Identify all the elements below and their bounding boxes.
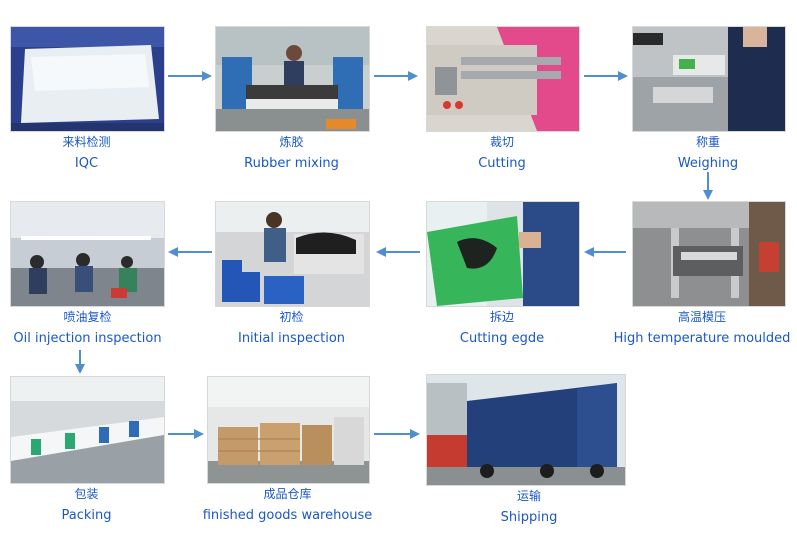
arrow-right — [374, 70, 418, 82]
step-caption: 运输 Shipping — [458, 489, 600, 526]
step-label-en: Weighing — [677, 156, 739, 171]
step-label-en: IQC — [74, 156, 99, 171]
oil-injection-inspection-photo — [10, 201, 165, 307]
step-label-en: finished goods warehouse — [202, 508, 373, 523]
packing-line-photo — [10, 376, 165, 484]
step-caption: 喷油复检 Oil injection inspection — [0, 310, 175, 347]
step-label-en: Packing — [61, 508, 112, 523]
weighing-scale-photo — [632, 26, 786, 132]
raw-rubber-block-photo — [10, 26, 165, 132]
step-caption: 拆边 Cutting egde — [426, 310, 578, 347]
step-label-en: Oil injection inspection — [13, 331, 162, 346]
arrow-right — [168, 70, 212, 82]
step-label-en: Cutting — [478, 156, 526, 171]
arrow-right — [584, 70, 628, 82]
rubber-mixing-mill-photo — [215, 26, 370, 132]
step-label-zh: 来料检测 — [62, 135, 111, 149]
initial-inspection-photo — [215, 201, 370, 307]
arrow-right — [374, 428, 420, 440]
step-caption: 包装 Packing — [10, 487, 163, 524]
step-caption: 初检 Initial inspection — [215, 310, 368, 347]
step-label-zh: 初检 — [279, 310, 304, 324]
arrow-right — [168, 428, 204, 440]
step-label-zh: 称重 — [695, 135, 720, 149]
step-label-en: Cutting egde — [459, 331, 545, 346]
cutting-machine-photo — [426, 26, 580, 132]
arrow-down — [702, 172, 714, 200]
step-caption: 炼胶 Rubber mixing — [215, 135, 368, 172]
step-label-en: High temperature moulded — [613, 331, 791, 346]
step-label-zh: 成品仓库 — [263, 487, 312, 501]
warehouse-photo — [207, 376, 370, 484]
step-label-en: Rubber mixing — [244, 156, 339, 171]
step-caption: 来料检测 IQC — [10, 135, 163, 172]
step-label-zh: 裁切 — [489, 135, 514, 149]
step-label-zh: 喷油复检 — [63, 310, 112, 324]
step-label-zh: 高温模压 — [677, 310, 726, 324]
shipping-container-truck-photo — [426, 374, 626, 486]
step-caption: 称重 Weighing — [632, 135, 784, 172]
step-label-zh: 拆边 — [489, 310, 514, 324]
arrow-down — [74, 350, 86, 374]
edge-trimming-photo — [426, 201, 580, 307]
step-caption: 高温模压 High temperature moulded — [612, 310, 792, 347]
step-label-zh: 炼胶 — [279, 135, 304, 149]
step-caption: 裁切 Cutting — [426, 135, 578, 172]
step-caption: 成品仓库 finished goods warehouse — [192, 487, 383, 524]
arrow-left — [376, 246, 420, 258]
step-label-en: Initial inspection — [237, 331, 346, 346]
hot-press-moulding-photo — [632, 201, 786, 307]
step-label-en: Shipping — [500, 510, 558, 525]
arrow-left — [168, 246, 212, 258]
step-label-zh: 包装 — [74, 487, 99, 501]
step-label-zh: 运输 — [516, 489, 541, 503]
arrow-left — [584, 246, 626, 258]
